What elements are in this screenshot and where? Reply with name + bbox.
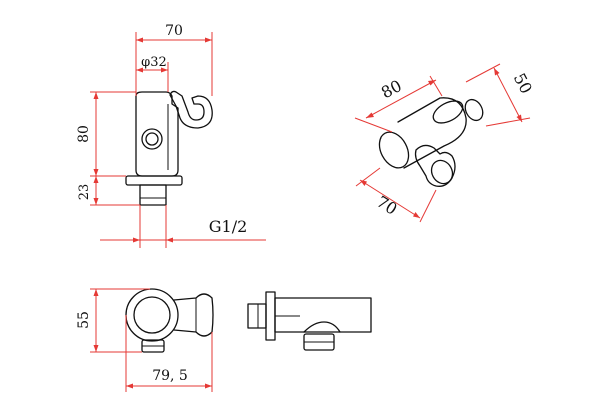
iso-width-label: 70 (373, 192, 400, 219)
top-view-dimensions: 55 79, 5 (76, 288, 213, 392)
side-view-thread-stub (247, 303, 267, 329)
iso-view (378, 97, 484, 187)
top-height-label: 55 (76, 311, 92, 329)
iso-view-dimensions: 80 50 70 (354, 63, 536, 223)
front-view-flange (125, 175, 183, 186)
side-view-outlet (303, 321, 341, 333)
front-width-label: 70 (165, 23, 183, 39)
iso-depth-label: 50 (510, 70, 536, 97)
iso-view-holder-ring (430, 159, 454, 185)
front-nut-height-label: 23 (77, 184, 92, 201)
front-view-holder-hook (169, 90, 213, 129)
top-view-ring-inner (133, 296, 171, 334)
top-view-holder-arm (173, 293, 214, 337)
side-view-body (274, 297, 372, 333)
iso-view-flange (432, 100, 464, 124)
top-width-label: 79, 5 (152, 368, 188, 384)
front-view (125, 90, 213, 206)
front-view-outlet-inner (145, 132, 159, 146)
side-view (247, 291, 372, 351)
iso-length-label: 80 (378, 76, 405, 102)
iso-view-body (397, 97, 467, 169)
front-thread-label: G1/2 (209, 217, 248, 236)
iso-view-body-front (378, 131, 410, 169)
side-view-flange (265, 291, 276, 341)
front-view-dimensions: 70 φ32 80 23 G1/2 (76, 23, 266, 248)
iso-view-nipple (464, 98, 484, 122)
top-view (125, 288, 214, 353)
front-view-body-outline (135, 91, 179, 177)
front-diameter-label: φ32 (141, 55, 167, 70)
front-view-outlet-outer (141, 128, 163, 150)
front-body-height-label: 80 (76, 125, 92, 143)
front-view-thread-nipple (139, 184, 167, 206)
